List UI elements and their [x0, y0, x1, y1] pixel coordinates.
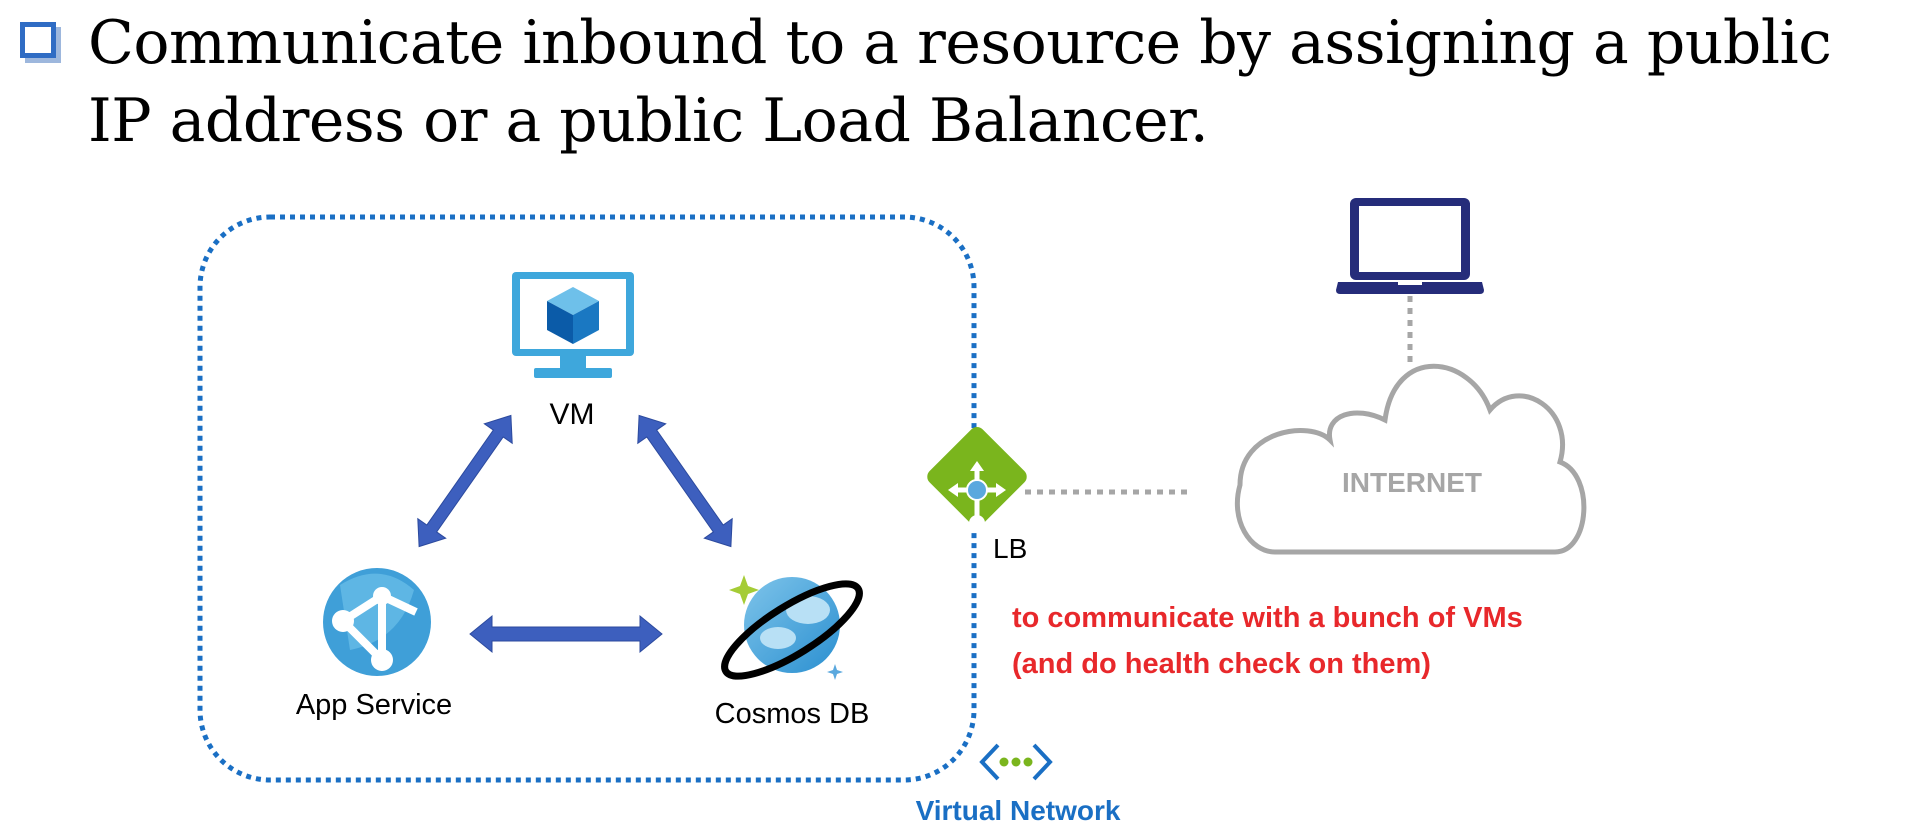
app-service-globe-icon	[323, 568, 431, 676]
arrow-vm-cosmos-db	[637, 414, 733, 548]
cosmos-db-planet-icon	[721, 575, 863, 680]
app-service-label: App Service	[296, 689, 452, 721]
cosmos-db-label: Cosmos DB	[715, 698, 870, 730]
annotation-line-1: to communicate with a bunch of VMs	[1012, 602, 1523, 634]
load-balancer-diamond-icon	[927, 426, 1027, 531]
bullet-checkbox-icon	[20, 22, 56, 58]
vm-label: VM	[550, 398, 595, 431]
slide-title: Communicate inbound to a resource by ass…	[88, 8, 1832, 156]
lb-label: LB	[993, 533, 1027, 564]
internet-label: INTERNET	[1342, 467, 1482, 498]
arrow-vm-app-service	[417, 414, 513, 548]
laptop-icon	[1336, 198, 1484, 294]
cloud-icon	[1234, 363, 1587, 555]
virtual-network-label: Virtual Network	[916, 795, 1121, 826]
vnet-brackets-icon	[979, 743, 1053, 781]
arrow-app-service-cosmos-db	[469, 614, 663, 654]
vm-monitor-icon	[512, 272, 634, 378]
annotation-line-2: (and do health check on them)	[1012, 648, 1431, 680]
virtual-network-boundary	[197, 214, 977, 783]
